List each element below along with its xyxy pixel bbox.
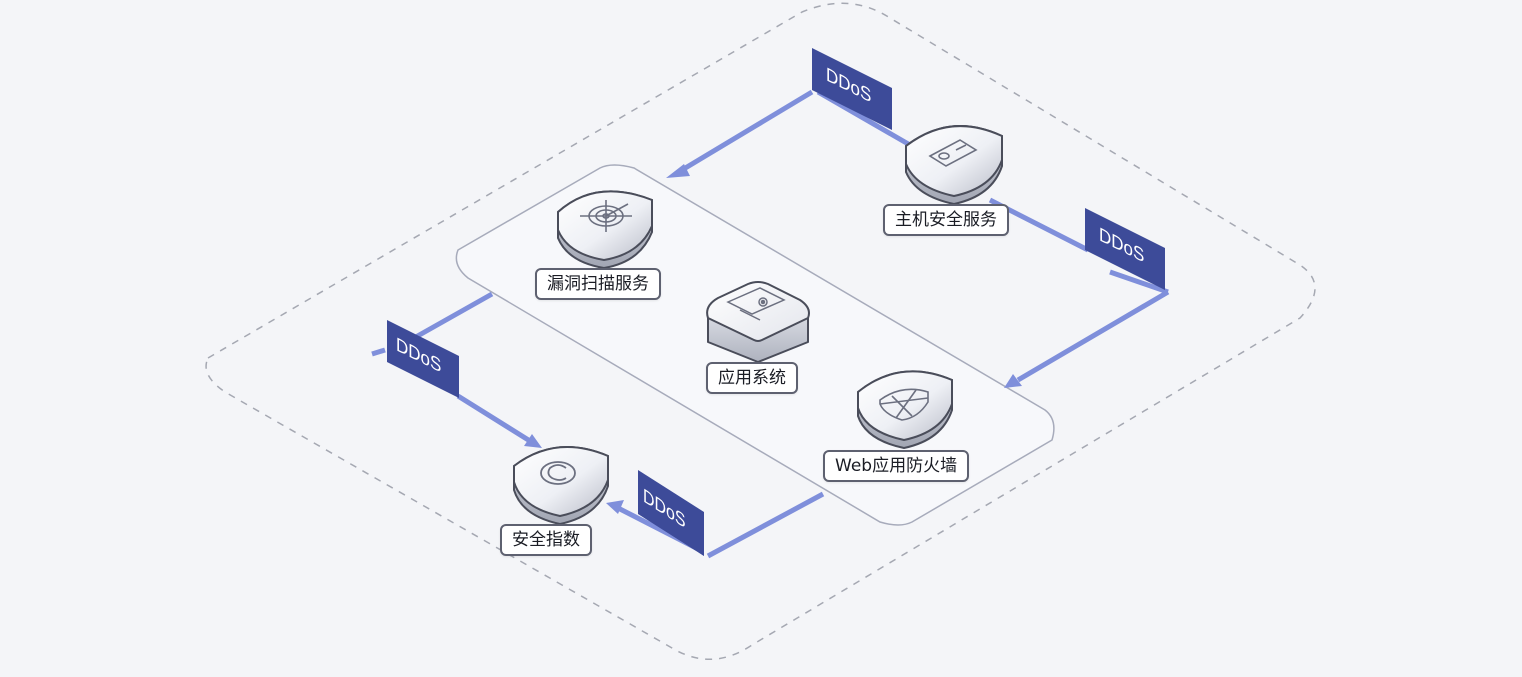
arrow-to-security-index	[456, 393, 532, 444]
waf-label: Web应用防火墙	[823, 450, 970, 482]
app-system-label: 应用系统	[706, 362, 798, 394]
monitor-gear-icon	[726, 287, 786, 321]
security-index-label: 安全指数	[500, 524, 592, 556]
server-icon	[928, 139, 978, 167]
vuln-scan-node-graphic	[557, 190, 653, 270]
line-platform-to-ddos-bottom	[706, 491, 825, 559]
outer-dashed-boundary	[205, 2, 1316, 660]
radar-target-icon	[580, 200, 632, 232]
ddos-block-bottom: DDoS	[638, 470, 704, 556]
app-system-node-graphic	[706, 281, 810, 363]
security-index-node-graphic	[513, 446, 609, 526]
waf-node-graphic	[857, 370, 953, 450]
line-platform-to-ddos-left	[412, 291, 494, 341]
arrowhead-vuln-scan	[666, 164, 690, 178]
arrow-to-waf	[1016, 289, 1170, 383]
ddos-block-top: DDoS	[812, 48, 892, 130]
host-security-label: 主机安全服务	[883, 204, 1009, 236]
arrowhead-security-index	[524, 434, 542, 448]
line-ddos-to-host	[816, 89, 912, 148]
arrowhead-security-index-bottom	[606, 500, 624, 514]
arrowhead-waf	[1004, 374, 1022, 388]
vuln-scan-label: 漏洞扫描服务	[535, 268, 661, 300]
host-security-node-graphic	[905, 125, 1003, 206]
arrow-ddos-to-vuln-scan	[680, 89, 814, 173]
copyright-icon	[540, 461, 576, 485]
arrow-heads	[524, 164, 1022, 514]
line-ddos-right	[1109, 269, 1169, 295]
firewall-shield-icon	[879, 388, 929, 421]
line-ddos-left	[371, 347, 386, 357]
